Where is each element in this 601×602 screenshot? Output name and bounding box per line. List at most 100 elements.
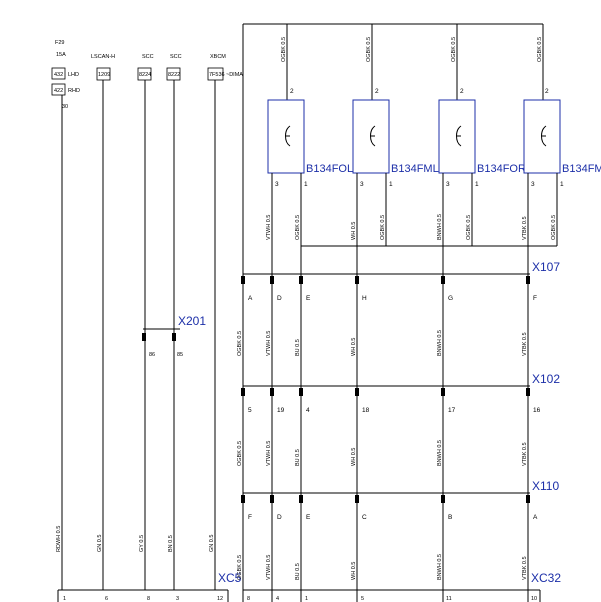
signal-label: SCC — [170, 54, 182, 60]
connector-pin: F — [248, 514, 252, 521]
connector-pin: 5 — [361, 596, 364, 602]
connector-pin: 1 — [63, 596, 66, 602]
terminal — [355, 388, 359, 396]
wire-label: OGBK 0.5 — [466, 215, 472, 240]
wire-label: OGBK 0.5 — [451, 37, 457, 62]
terminal — [441, 388, 445, 396]
terminal — [299, 495, 303, 503]
connector-xc5: XC5 1 6 8 3 12 — [57, 571, 242, 602]
connector-label: X201 — [178, 314, 206, 328]
component-pin: 1 — [475, 181, 479, 188]
terminal — [241, 388, 245, 396]
connector-label: X102 — [532, 372, 560, 386]
connector-pin: A — [533, 514, 538, 521]
terminal — [241, 276, 245, 284]
component-pin: 1 — [389, 181, 393, 188]
sensor-symbol — [370, 125, 376, 147]
connector-pin: 11 — [446, 596, 452, 602]
fuse-pin-rhd: 422 — [54, 88, 63, 94]
component-pin: 2 — [545, 88, 549, 95]
component-pin: 2 — [290, 88, 294, 95]
wire-label: VTWH 0.5 — [266, 215, 272, 240]
wire-label: VTBK 0.5 — [522, 556, 528, 580]
wire-label: VTBK 0.5 — [522, 442, 528, 466]
wire-label: WH 0.5 — [351, 338, 357, 356]
terminal — [270, 276, 274, 284]
terminal — [299, 388, 303, 396]
component-pin: 1 — [304, 181, 308, 188]
terminal — [441, 495, 445, 503]
connector-pin: 19 — [277, 407, 285, 414]
fuse-variant-rhd: RHD — [68, 88, 80, 94]
connector-x102: X102 5 19 4 18 17 16 — [241, 372, 560, 414]
connector-pin: B — [448, 514, 452, 521]
connector-pin: 12 — [217, 596, 223, 602]
wire-label: OGBK 0.5 — [237, 555, 243, 580]
wire-labels-seg-c: OGBK 0.5 VTWH 0.5 BU 0.5 WH 0.5 BNWH 0.5… — [237, 554, 528, 580]
sensor-symbol — [456, 125, 462, 147]
wire-label: OGBK 0.5 — [551, 215, 557, 240]
connector-label: XC32 — [531, 571, 561, 585]
fuse-f29: F29 15A 432 LHD 422 RHD 30 — [51, 40, 80, 590]
wire-label: GN 0.5 — [209, 535, 215, 552]
component-pin: 2 — [375, 88, 379, 95]
connector-pin: H — [362, 295, 367, 302]
connector-pin: 18 — [362, 407, 370, 414]
left-wire-labels: RDWH 0.5 GN 0.5 GY 0.5 BN 0.5 GN 0.5 — [56, 526, 215, 552]
wire-label: BNWH 0.5 — [437, 214, 443, 240]
wire-label: WH 0.5 — [351, 222, 357, 240]
connector-pin: 17 — [448, 407, 456, 414]
fuse-rating: 15A — [56, 52, 66, 58]
component-id: B134FOL — [306, 163, 353, 175]
connector-pin: C — [362, 514, 367, 521]
wire-labels-seg-b: OGBK 0.5 VTWH 0.5 BU 0.5 WH 0.5 BNWH 0.5… — [237, 440, 528, 466]
connector-pin: 4 — [276, 596, 279, 602]
component-pin: 1 — [560, 181, 564, 188]
component-pin: 3 — [360, 181, 364, 188]
terminal — [526, 495, 530, 503]
component-pin: 2 — [460, 88, 464, 95]
sensor-symbol — [541, 125, 547, 147]
scc-signal-1: SCC 8224 — [137, 54, 154, 590]
terminal — [355, 276, 359, 284]
wire-labels-seg-a: OGBK 0.5 VTWH 0.5 BU 0.5 WH 0.5 BNWH 0.5… — [237, 330, 528, 356]
component-id: B134FOR — [477, 163, 526, 175]
signal-label: LSCAN-H — [91, 54, 115, 60]
connector-pin: E — [306, 514, 311, 521]
connector-pin: D — [277, 514, 282, 521]
wire-label: RDWH 0.5 — [56, 526, 62, 552]
connector-pin: 5 — [248, 407, 252, 414]
wire-label: VTWH 0.5 — [266, 331, 272, 356]
connector-pin: 16 — [533, 407, 541, 414]
terminal — [172, 333, 176, 341]
connector-pin: 4 — [306, 407, 310, 414]
wire-label: OGBK 0.5 — [237, 441, 243, 466]
connector-xc32: XC32 8 4 1 5 11 10 — [243, 571, 561, 602]
wire-label: VTBK 0.5 — [522, 216, 528, 240]
wire-label: OGBK 0.5 — [380, 215, 386, 240]
terminal — [270, 495, 274, 503]
sensor-b134fmr: B134FMR — [523, 99, 601, 175]
connector-label: X110 — [532, 479, 559, 493]
connector-pin: 10 — [531, 596, 537, 602]
connector-pin: 6 — [105, 596, 108, 602]
signal-label: SCC — [142, 54, 154, 60]
wire-label: BU 0.5 — [295, 339, 301, 356]
component-id: B134FMR — [562, 163, 601, 175]
connector-pin: 86 — [149, 352, 155, 358]
wire-label: OGBK 0.5 — [281, 37, 287, 62]
connector-pin: 8 — [147, 596, 150, 602]
connector-pin: F — [533, 295, 537, 302]
fuse-pin-box — [51, 67, 66, 80]
terminal — [441, 276, 445, 284]
xbcm-signal: XBCM 7F536 ~DIMA — [207, 54, 243, 590]
fuse-pin-box — [51, 83, 66, 96]
fuse-pin-lhd: 432 — [54, 72, 63, 78]
connector-pin: 1 — [305, 596, 308, 602]
wire-label: BNWH 0.5 — [437, 554, 443, 580]
signal-code: 8222 — [168, 72, 180, 78]
signal-code: 7F536 — [209, 72, 225, 78]
wire-label: GN 0.5 — [97, 535, 103, 552]
fuse-variant-lhd: LHD — [68, 72, 79, 78]
lscan-signal: LSCAN-H 1209 — [91, 54, 115, 590]
